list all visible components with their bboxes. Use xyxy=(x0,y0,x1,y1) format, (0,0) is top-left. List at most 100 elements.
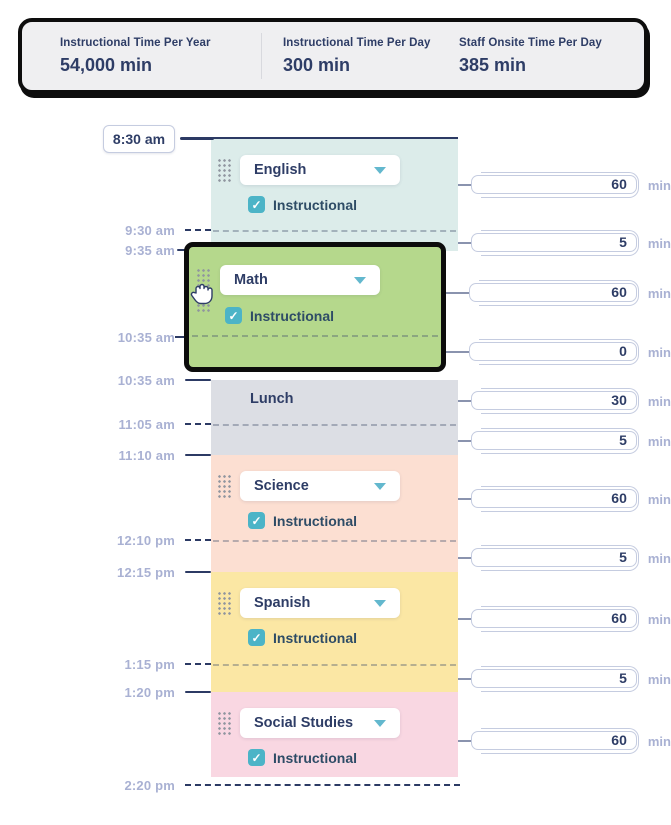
chevron-down-icon xyxy=(354,277,366,284)
math-block-dragging[interactable]: Math ✓ Instructional xyxy=(184,242,446,372)
subject-dropdown-social-studies[interactable]: Social Studies xyxy=(240,708,400,738)
drag-handle-icon[interactable] xyxy=(216,590,231,616)
duration-row-math: min xyxy=(446,278,671,308)
instruction-end-dash xyxy=(213,540,456,542)
connector-line xyxy=(458,242,472,244)
transition-input[interactable] xyxy=(472,432,636,448)
time-marker-label: 9:30 am xyxy=(125,222,175,238)
instructional-checkbox[interactable]: ✓ xyxy=(248,749,265,766)
connector-line xyxy=(458,440,472,442)
time-marker: 10:35 am xyxy=(55,371,211,389)
subject-dropdown-spanish[interactable]: Spanish xyxy=(240,588,400,618)
marker-line xyxy=(185,453,211,457)
duration-input[interactable] xyxy=(472,610,636,626)
drag-handle-icon[interactable] xyxy=(216,473,231,499)
duration-input[interactable] xyxy=(472,176,636,192)
subject-dropdown-value: Spanish xyxy=(254,595,311,611)
drag-handle-icon[interactable] xyxy=(216,710,231,736)
stat-value: 300 min xyxy=(283,54,351,75)
instructional-row: ✓ Instructional xyxy=(248,629,357,646)
chevron-down-icon xyxy=(374,600,386,607)
subject-dropdown-value: Math xyxy=(234,272,268,288)
duration-input[interactable] xyxy=(472,392,636,408)
subject-dropdown-value: English xyxy=(254,162,307,178)
instructional-checkbox[interactable]: ✓ xyxy=(225,307,242,324)
start-time-field xyxy=(103,125,175,153)
chevron-down-icon xyxy=(374,720,386,727)
minutes-unit-label: min xyxy=(647,433,671,449)
transition-input[interactable] xyxy=(472,234,636,250)
minutes-unit-label: min xyxy=(647,285,671,301)
social-studies-block: Social Studies ✓ Instructional xyxy=(211,692,458,777)
marker-line xyxy=(185,229,211,231)
marker-line xyxy=(185,423,211,425)
connector-line xyxy=(458,740,472,742)
marker-line xyxy=(175,336,184,338)
subject-dropdown-math[interactable]: Math xyxy=(220,265,380,295)
marker-line xyxy=(185,784,460,786)
minutes-unit-label: min xyxy=(647,393,671,409)
time-marker: 9:30 am xyxy=(55,221,211,239)
time-marker: 10:35 am xyxy=(55,328,184,346)
duration-input[interactable] xyxy=(472,490,636,506)
instructional-row: ✓ Instructional xyxy=(225,307,334,324)
duration-input[interactable] xyxy=(470,284,636,300)
connector-line xyxy=(458,498,472,500)
transition-row-spanish: min xyxy=(458,664,671,694)
instruction-end-dash xyxy=(192,335,438,337)
subject-dropdown-english[interactable]: English xyxy=(240,155,400,185)
time-marker-label: 11:10 am xyxy=(118,447,175,463)
time-marker: 2:20 pm xyxy=(55,776,460,794)
drag-handle-icon[interactable] xyxy=(216,157,231,183)
instructional-row: ✓ Instructional xyxy=(248,196,357,213)
duration-input[interactable] xyxy=(472,732,636,748)
minutes-unit-label: min xyxy=(647,491,671,507)
instructional-checkbox[interactable]: ✓ xyxy=(248,512,265,529)
start-time-line xyxy=(180,137,214,140)
duration-row-spanish: min xyxy=(458,604,671,634)
stat-value: 385 min xyxy=(459,54,527,75)
time-marker-label: 2:20 pm xyxy=(124,777,175,793)
transition-row-math: min xyxy=(446,337,671,367)
time-marker-label: 1:20 pm xyxy=(124,684,175,700)
time-marker: 12:10 pm xyxy=(55,531,211,549)
time-marker-label: 12:10 pm xyxy=(117,532,175,548)
duration-row-english: min xyxy=(458,170,671,200)
transition-input[interactable] xyxy=(470,343,636,359)
stat-instructional-day: Instructional Time Per Day 300 min xyxy=(283,37,438,76)
time-marker-label: 9:35 am xyxy=(125,242,175,258)
duration-row-science: min xyxy=(458,484,671,514)
marker-line xyxy=(185,539,211,541)
subject-dropdown-science[interactable]: Science xyxy=(240,471,400,501)
connector-line xyxy=(458,184,472,186)
transition-input[interactable] xyxy=(472,549,636,565)
stat-label: Staff Onsite Time Per Day xyxy=(459,36,602,49)
connector-line xyxy=(458,557,472,559)
time-marker-label: 1:15 pm xyxy=(124,656,175,672)
connector-line xyxy=(446,292,470,294)
minutes-unit-label: min xyxy=(647,177,671,193)
time-marker-label: 11:05 am xyxy=(118,416,175,432)
connector-line xyxy=(458,400,472,402)
stat-label: Instructional Time Per Day xyxy=(283,36,431,49)
time-marker: 11:05 am xyxy=(55,415,211,433)
connector-line xyxy=(458,678,472,680)
time-marker: 1:20 pm xyxy=(55,683,211,701)
transition-input[interactable] xyxy=(472,670,636,686)
marker-line xyxy=(185,378,211,382)
instruction-end-dash xyxy=(213,664,456,666)
english-block: English ✓ Instructional xyxy=(211,137,458,251)
time-marker: 1:15 pm xyxy=(55,655,211,673)
start-time-input[interactable] xyxy=(104,126,174,152)
instructional-checkbox[interactable]: ✓ xyxy=(248,196,265,213)
minutes-unit-label: min xyxy=(647,235,671,251)
time-marker: 12:15 pm xyxy=(55,563,211,581)
instructional-checkbox[interactable]: ✓ xyxy=(248,629,265,646)
connector-line xyxy=(446,351,470,353)
minutes-unit-label: min xyxy=(647,733,671,749)
stat-value: 54,000 min xyxy=(60,54,153,75)
time-marker: 11:10 am xyxy=(55,446,211,464)
chevron-down-icon xyxy=(374,167,386,174)
instructional-label: Instructional xyxy=(273,196,358,213)
